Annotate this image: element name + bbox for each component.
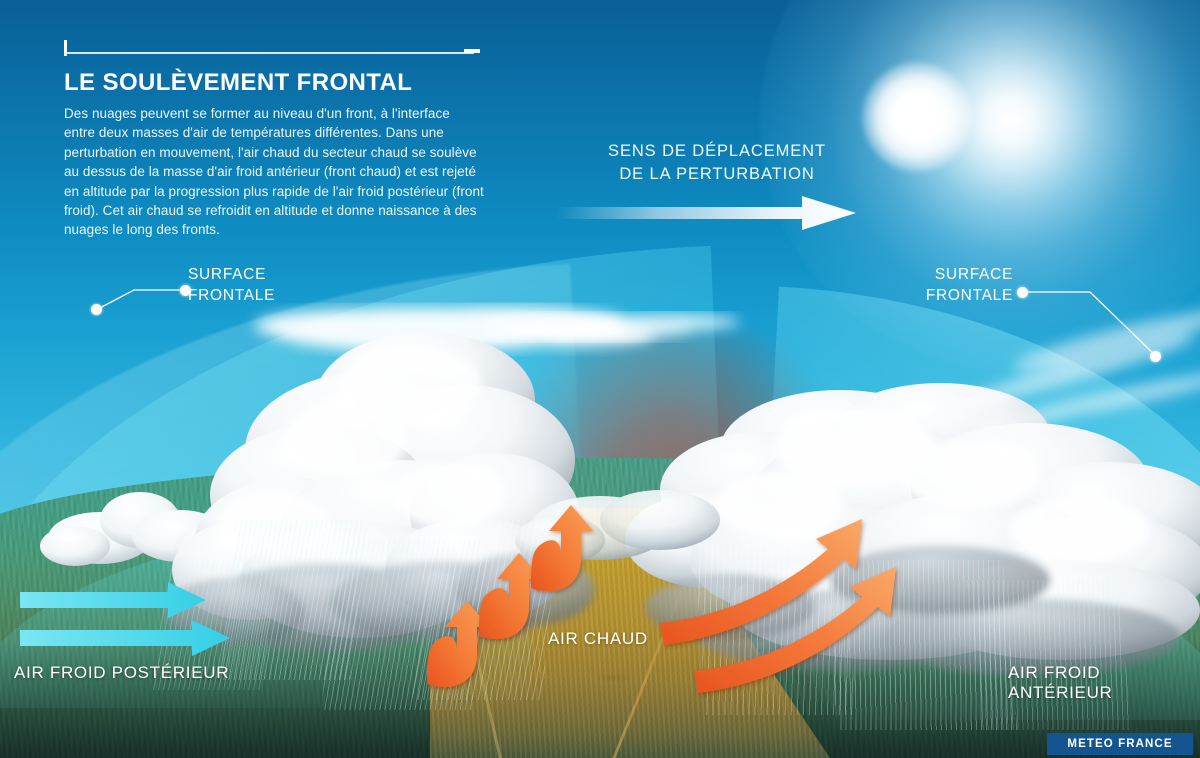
leader-line-right: [1026, 291, 1157, 357]
cumulonimbus-cloud-center: [165, 307, 655, 652]
rain-curtain-right-3: [967, 580, 1133, 730]
surface-frontale-left-line2: FRONTALE: [188, 287, 276, 304]
movement-direction-label: SENS DE DÉPLACEMENT DE LA PERTURBATION: [552, 140, 882, 186]
meteo-france-logo[interactable]: METEO FRANCE: [1047, 733, 1193, 755]
movement-direction-line1: SENS DE DÉPLACEMENT: [608, 142, 826, 160]
right-arrow-icon: [556, 196, 856, 230]
cirrus-cloud-center: [485, 314, 740, 340]
surface-frontale-left-label: SURFACE FRONTALE: [188, 264, 275, 306]
movement-direction-line2: DE LA PERTURBATION: [619, 165, 815, 183]
warm-rise-arrow-2: [479, 553, 541, 639]
leader-dot-left-anchor: [91, 304, 102, 315]
warm-glide-arrow-1: [660, 519, 862, 645]
leader-dot-right-anchor: [1150, 351, 1161, 362]
warm-air-label: AIR CHAUD: [548, 629, 648, 648]
leader-dot-right-label: [1017, 287, 1028, 298]
surface-frontale-right-line1: SURFACE: [934, 266, 1013, 283]
cirrus-cloud-right: [964, 310, 1200, 436]
warm-glide-arrow-2: [694, 567, 896, 693]
cold-arrow-upper: [20, 582, 206, 618]
header-rule: [64, 52, 474, 54]
surface-frontale-right-line2: FRONTALE: [925, 287, 1013, 304]
leader-line-left: [95, 289, 186, 311]
header-rule-dash: [464, 49, 480, 53]
page-title: LE SOULÈVEMENT FRONTAL: [64, 69, 413, 96]
warm-gliding-arrows: [660, 519, 896, 693]
intro-paragraph: Des nuages peuvent se former au niveau d…: [64, 106, 484, 238]
warm-rise-arrow-1: [427, 601, 489, 687]
cold-air-front-label: AIR FROID ANTÉRIEUR: [1008, 663, 1113, 702]
header-rule-tick: [64, 40, 67, 56]
warm-rise-arrow-3: [531, 505, 593, 591]
cold-air-rear-label: AIR FROID POSTÉRIEUR: [14, 663, 230, 682]
cold-air-arrows-left: [20, 582, 230, 656]
surface-frontale-right-label: SURFACE FRONTALE: [913, 264, 1013, 306]
surface-frontale-left-line1: SURFACE: [188, 266, 267, 283]
sun-icon: [862, 62, 972, 172]
cold-arrow-lower: [20, 620, 230, 656]
leader-dot-left-label: [180, 285, 191, 296]
warm-rising-arrows: [427, 505, 593, 687]
